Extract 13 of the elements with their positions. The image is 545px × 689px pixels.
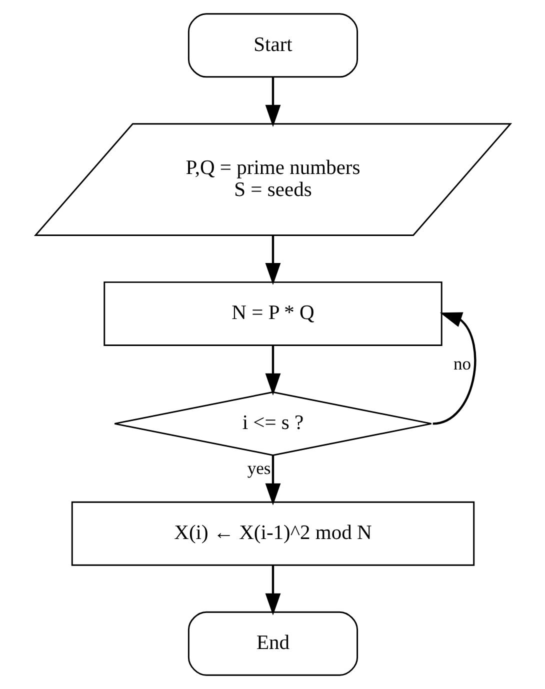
arrow	[264, 456, 280, 506]
arrow	[264, 346, 280, 396]
arrow	[264, 77, 280, 127]
node-box: X(i) ← X(i-1)^2 mod N	[70, 501, 474, 566]
arrow	[432, 312, 476, 425]
node-box: Start	[187, 13, 358, 78]
edge-label: yes	[246, 458, 270, 478]
node-box: N = P * Q	[103, 281, 442, 346]
edge-label: no	[453, 353, 471, 374]
node-box: End	[187, 611, 358, 676]
node-diamond: i <= s ?	[113, 391, 432, 456]
arrow	[264, 565, 280, 616]
arrow	[264, 236, 280, 286]
